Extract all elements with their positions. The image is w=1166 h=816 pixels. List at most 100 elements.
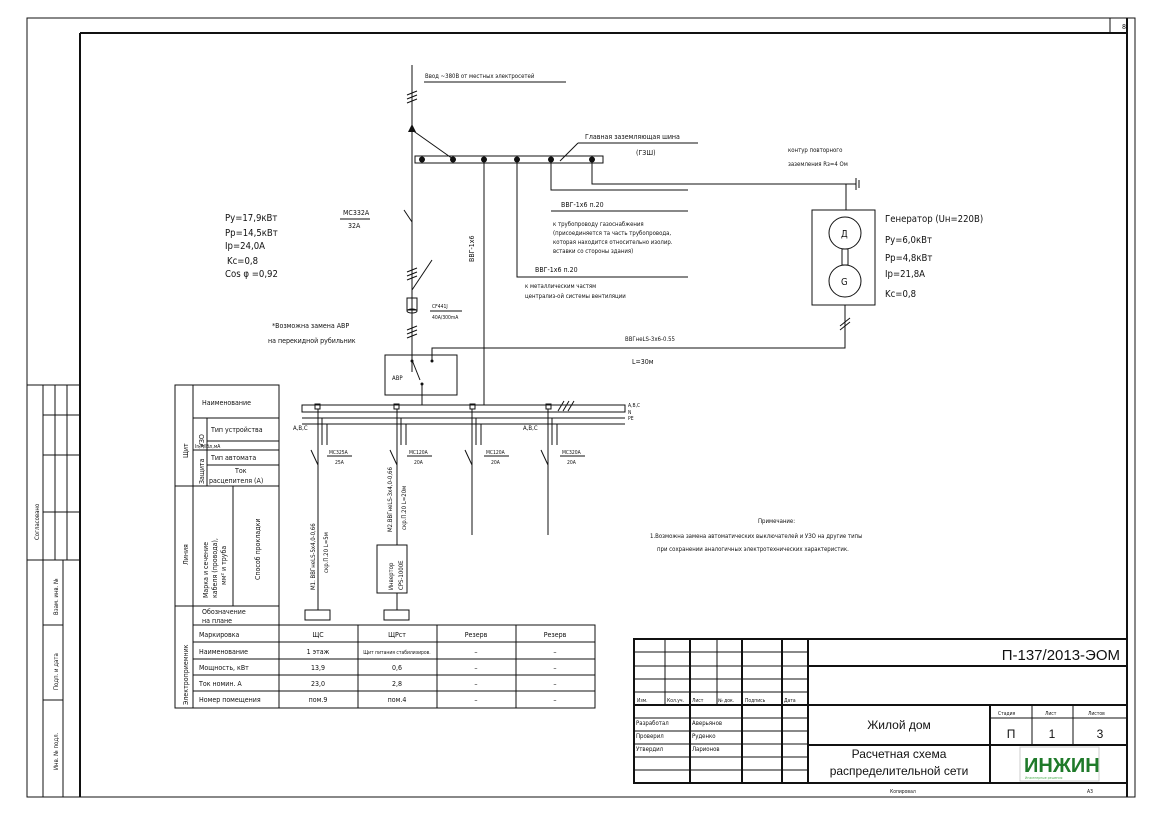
feeder-1: A,B,C MC325A 25A M1. ВВГнеLS-5х4,0-0,66 … <box>293 403 352 621</box>
generator-cable-length: L=30м <box>632 358 654 366</box>
row-label-room: Номер помещения <box>199 696 261 704</box>
header-trip-current-2: расцепителя (А) <box>209 477 263 485</box>
header-cable-1: Марка и сечение <box>202 542 210 598</box>
label-replacement-inv: Взам. инв. № <box>53 578 60 615</box>
cell: ЩРст <box>388 631 406 639</box>
company-logo: ИНЖИН Инженерные решения <box>1019 746 1100 782</box>
rcd-rating: 40A/300mA <box>432 315 459 321</box>
avr-unit <box>384 354 458 396</box>
consumer-symbol <box>383 609 410 621</box>
cell: – <box>553 696 556 704</box>
drawing-note: Примечание: 1.Возможна замена автоматиче… <box>650 518 862 553</box>
label-agreed: Согласовано <box>34 503 41 540</box>
generator-param-kc: Kc=0,8 <box>885 289 916 300</box>
main-param-py: Py=17,9кВт <box>225 213 277 224</box>
cell: 2,8 <box>392 680 402 688</box>
copied-label: Копировал <box>890 789 916 795</box>
group-protection: Защита <box>198 458 206 484</box>
cell: – <box>474 680 477 688</box>
gas-note-1: к трубопроводу газоснабжения <box>553 221 644 228</box>
main-param-kc: Kc=0,8 <box>227 256 258 267</box>
group-consumer: Электроприемник <box>182 644 190 705</box>
row-label-name: Наименование <box>199 648 248 656</box>
role-checker: Проверил <box>636 733 664 740</box>
feeder-4-phases: A,B,C <box>523 425 538 432</box>
header-cable-3: мм² и труба <box>220 546 228 585</box>
gas-note-3: которая находится относительно изолир. <box>553 239 673 246</box>
input-label: Ввод ~380В от местных электросетей <box>425 73 535 80</box>
object-name: Жилой дом <box>867 718 931 732</box>
feeder-3-breaker: MC120A <box>486 450 506 456</box>
inverter-model: CPS-1000E <box>398 560 405 590</box>
incoming-supply: Ввод ~380В от местных электросетей MC332… <box>225 65 851 405</box>
title-block: Изм. Кол.уч. Лист № док. Подпись Дата Ра… <box>633 638 1128 795</box>
ground-note-2: заземления Rз=4 Ом <box>788 161 848 168</box>
avr-switch-icon <box>411 359 421 381</box>
header-cable-2: кабеля (провода), <box>211 538 219 598</box>
bus-neutral: N <box>628 410 631 416</box>
cell: – <box>474 696 477 704</box>
feeder-3: MC120A 20A <box>464 403 509 535</box>
header-trip-current-1: Ток <box>234 467 247 475</box>
name-checker: Руденко <box>692 733 716 740</box>
sheet-value: 1 <box>1049 727 1056 741</box>
cell: – <box>553 680 556 688</box>
row-label-current: Ток номин. А <box>198 680 242 688</box>
main-breaker-icon <box>403 209 413 223</box>
main-param-ip: Ip=24,0A <box>225 241 265 252</box>
sheet-corner-number: 8 <box>1122 23 1126 31</box>
cell: 23,0 <box>311 680 325 688</box>
gzsh-title: Главная заземляющая шина <box>585 133 680 141</box>
generator-param-pp: Pp=4,8кВт <box>885 253 932 264</box>
gas-cable: ВВГ-1х6 п.20 <box>561 201 604 209</box>
header-breaker-type: Тип автомата <box>210 454 256 462</box>
header-leak-current: In,A/I∆n,мА <box>195 444 221 450</box>
inverter-label: Инвертор <box>388 562 395 590</box>
main-param-cos: Cos φ =0,92 <box>225 269 278 280</box>
feeder-1-cable: M1. ВВГнеLS-5х4,0-0,66 <box>310 523 317 590</box>
role-developer: Разработал <box>636 720 669 727</box>
gen-symbol: G <box>841 277 848 288</box>
cell: – <box>474 648 477 656</box>
label-inv-number: Инв. № подл. <box>53 732 60 770</box>
col-header-date: Дата <box>784 698 796 704</box>
rcd-type: CF441J <box>432 304 448 310</box>
header-plan-mark-2: на плане <box>202 617 232 625</box>
logo-subtitle: Инженерные решения <box>1025 776 1063 780</box>
cell: 13,9 <box>311 664 325 672</box>
generator: Д G Генератор (Uн=220В) Py=6,0кВт Pp=4,8… <box>811 184 983 306</box>
drawing-title-1: Расчетная схема <box>852 747 947 761</box>
ground-note-1: контур повторного <box>788 147 843 154</box>
feeder-2-rating: 20A <box>414 460 424 466</box>
feeder-1-rating: 25A <box>335 460 345 466</box>
bus-phases: A,B,C <box>628 403 640 409</box>
note-line-1: 1.Возможна замена автоматических выключа… <box>650 533 862 540</box>
feeder-2-breaker: MC120A <box>409 450 429 456</box>
cell: – <box>474 664 477 672</box>
logo-text: ИНЖИН <box>1024 755 1100 777</box>
main-grounding-bus: Главная заземляющая шина (ГЗШ) ВВГ-1х6 В… <box>414 133 860 405</box>
consumer-symbol <box>304 609 331 621</box>
group-rcd: УЗО <box>198 434 206 447</box>
surge-arrester-icon <box>408 124 416 132</box>
col-header-doc: № док. <box>718 698 734 704</box>
cable-hatch-icon <box>406 90 418 104</box>
cell: пом.9 <box>309 696 328 704</box>
name-approver: Ларионов <box>692 746 720 753</box>
sheets-label: Листов <box>1088 711 1105 717</box>
inverter-unit <box>376 544 408 594</box>
generator-title: Генератор (Uн=220В) <box>885 214 983 225</box>
header-laying: Способ прокладки <box>254 519 262 580</box>
feeder-1-phases: A,B,C <box>293 425 308 432</box>
breaker-icon <box>389 449 398 466</box>
breaker-icon <box>464 449 473 466</box>
cell: пом.4 <box>388 696 407 704</box>
format-label: A3 <box>1087 789 1093 795</box>
feeder-2-laying: скр.П.20 L=20м <box>401 486 408 530</box>
cell: 0,6 <box>392 664 402 672</box>
name-developer: Аверьянов <box>692 720 722 727</box>
header-plan-mark-1: Обозначение <box>202 608 246 616</box>
cell: – <box>553 664 556 672</box>
cell: 1 этаж <box>307 648 330 656</box>
